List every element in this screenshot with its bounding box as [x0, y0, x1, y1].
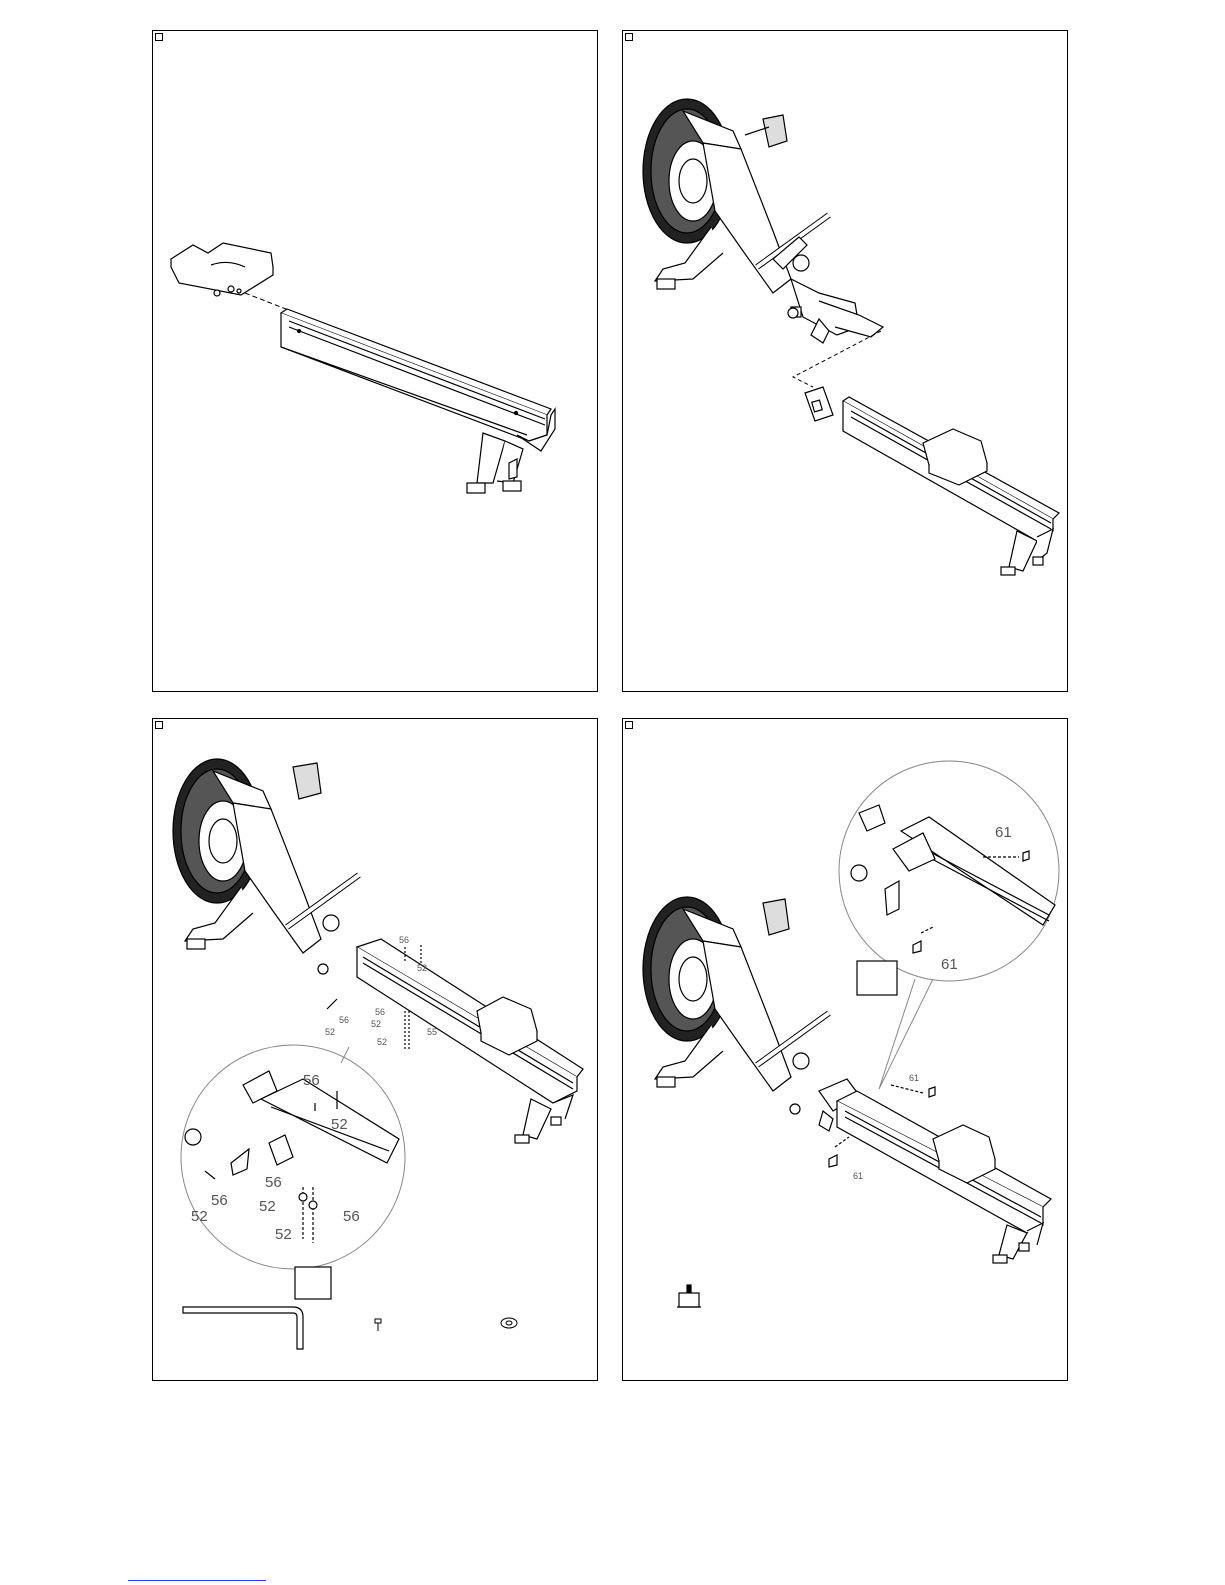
- detail-magnifier: 56 52 52 56 56 52 56 52: [181, 1045, 405, 1299]
- detail-56-mid: 56: [265, 1174, 282, 1191]
- rail-icon: [281, 309, 555, 493]
- step-panel-3: 56 52 56 52 56 52 52 55: [152, 718, 598, 1381]
- detail-magnifier: 61 61: [839, 761, 1059, 1089]
- detail-56-right: 56: [343, 1208, 360, 1225]
- callout-52-mid: 52: [371, 1019, 381, 1029]
- callout-61-lower: 61: [853, 1171, 863, 1181]
- rowing-machine-icon: [643, 99, 883, 343]
- end-cap-icon: [677, 1285, 701, 1307]
- detail-52-bottom: 52: [275, 1226, 292, 1243]
- step-1-illustration: [153, 31, 599, 693]
- detail-tag-box: [295, 1267, 331, 1299]
- detail-56-left: 56: [211, 1192, 228, 1209]
- guide-line: [245, 293, 291, 311]
- detail-61-top: 61: [995, 824, 1012, 841]
- seat-icon: [171, 243, 273, 296]
- page-link-underline[interactable]: [128, 1580, 266, 1581]
- detail-52-top: 52: [331, 1116, 348, 1133]
- step-3-illustration: 56 52 56 52 56 52 52 55: [153, 719, 599, 1382]
- washer-icon: [501, 1318, 517, 1328]
- monitor-icon: [805, 387, 833, 421]
- callout-56-mid: 56: [375, 1007, 385, 1017]
- rowing-machine-icon: [643, 897, 1051, 1263]
- rail-icon: [843, 397, 1059, 575]
- step-panel-2: [622, 30, 1068, 692]
- callout-61-upper: 61: [909, 1073, 919, 1083]
- callout-52-top: 52: [417, 963, 427, 973]
- detail-56-top: 56: [303, 1072, 320, 1089]
- callout-52-side: 52: [325, 1027, 335, 1037]
- guide-line: [793, 331, 881, 387]
- callout-56-top: 56: [399, 935, 409, 945]
- step-panel-1: [152, 30, 598, 692]
- callout-55: 55: [427, 1027, 437, 1037]
- bolt-icon: [375, 1319, 381, 1331]
- rowing-machine-icon: [173, 759, 583, 1143]
- detail-61-bottom: 61: [941, 956, 958, 973]
- step-4-illustration: 61 61: [623, 719, 1069, 1382]
- step-2-illustration: [623, 31, 1069, 693]
- detail-52-left: 52: [191, 1208, 208, 1225]
- callout-56-side: 56: [339, 1015, 349, 1025]
- detail-52-mid: 52: [259, 1198, 276, 1215]
- allen-key-icon: [183, 1307, 303, 1349]
- callout-52-bottom: 52: [377, 1037, 387, 1047]
- detail-tag-box: [857, 961, 897, 995]
- step-panel-4: 61 61: [622, 718, 1068, 1381]
